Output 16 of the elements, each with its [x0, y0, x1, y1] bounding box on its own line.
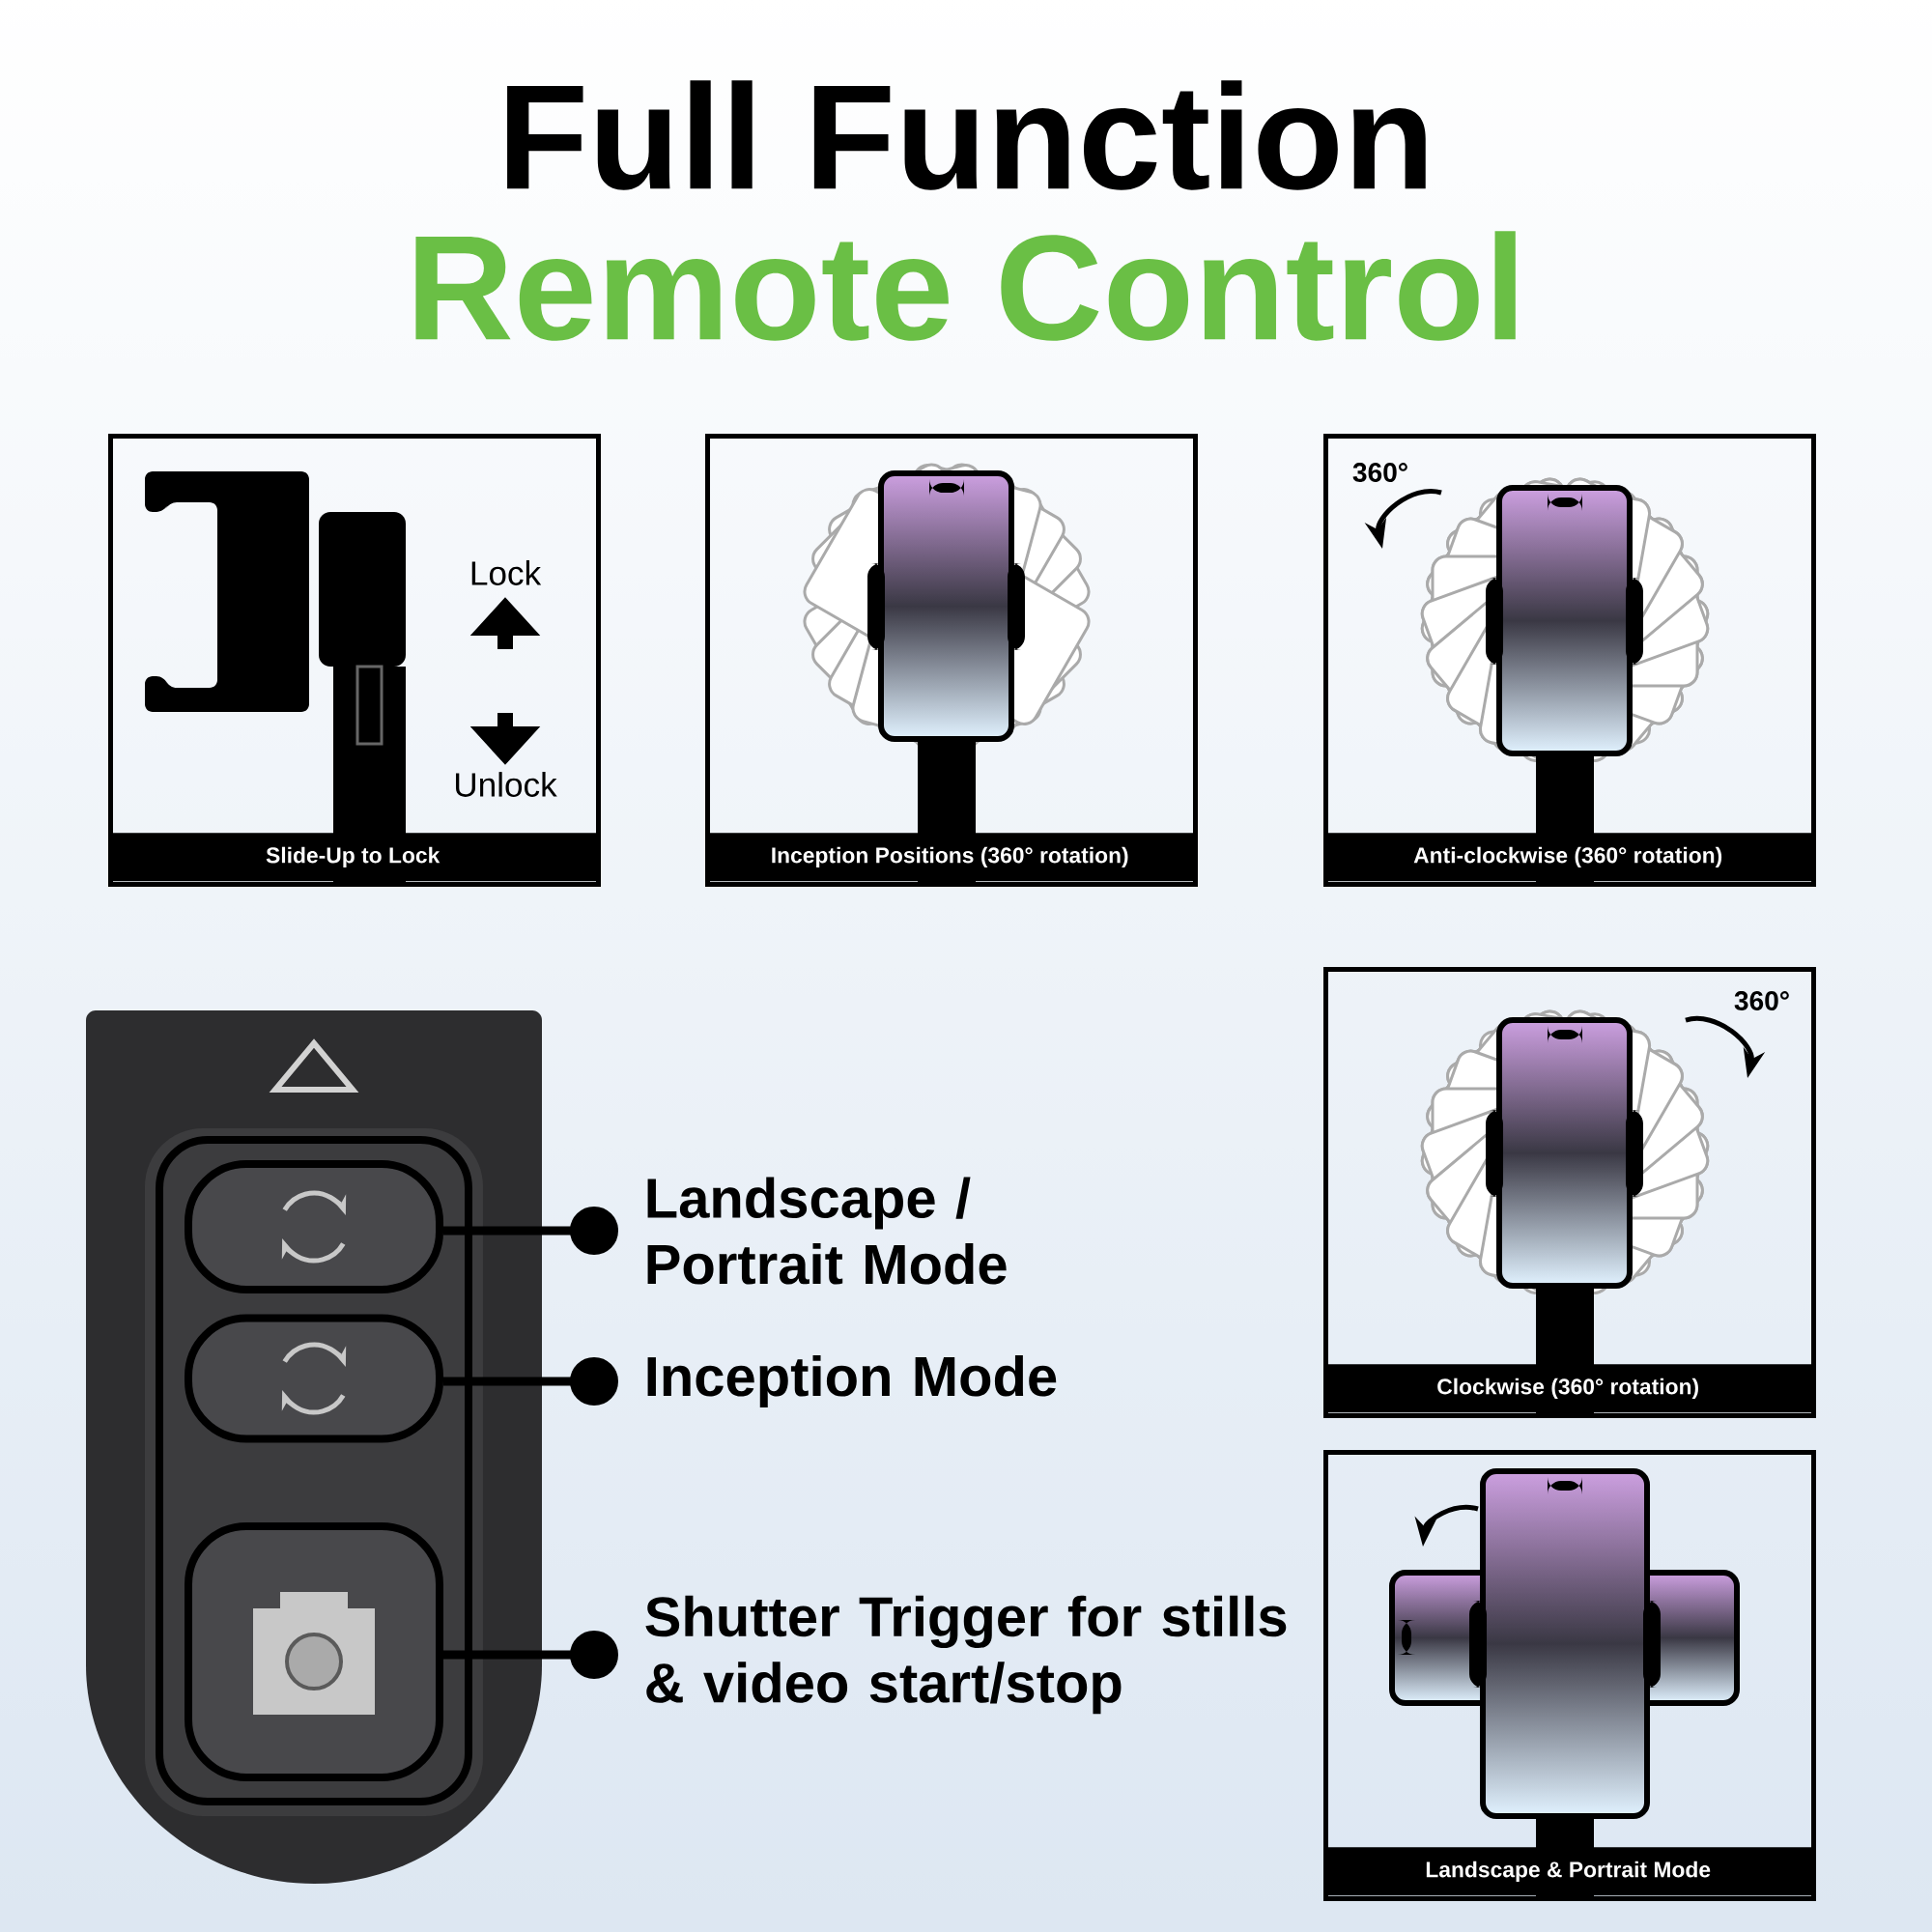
photo-panel: Landscape & Portrait Mode — [1323, 1450, 1816, 1902]
angle-label: 360° — [1734, 991, 1789, 1010]
callout-text: Inception Mode — [647, 1355, 1057, 1408]
remote-button — [185, 1314, 443, 1443]
callout-text: Shutter Trigger for stills & video start/stop — [645, 1595, 1287, 1715]
callout-text: Landscape / Portrait Mode — [647, 1177, 1007, 1285]
title: Remote Control — [415, 231, 1516, 341]
leader-line — [443, 1357, 618, 1406]
lock-label: Lock — [471, 560, 542, 585]
leader-line — [443, 1207, 618, 1255]
title: Full Function — [507, 80, 1426, 190]
remote-button — [185, 1160, 443, 1293]
lock-label: Unlock — [456, 772, 557, 797]
photo-panel: Inception Positions (360° rotation) — [705, 434, 1198, 887]
leader-line — [443, 1631, 618, 1679]
angle-label: 360° — [1352, 463, 1407, 482]
